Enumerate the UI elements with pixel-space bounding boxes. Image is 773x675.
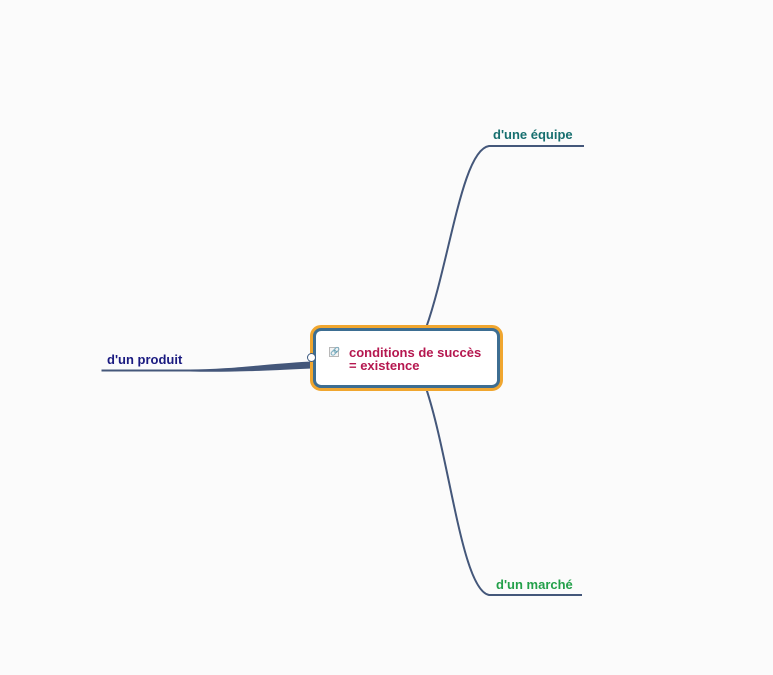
branch-equipe[interactable]: d'une équipe xyxy=(493,127,573,142)
central-node[interactable]: 🔗 conditions de succès = existence xyxy=(310,325,503,391)
collapse-toggle[interactable] xyxy=(307,353,316,362)
link-equipe xyxy=(425,145,584,329)
branch-produit[interactable]: d'un produit xyxy=(107,352,183,367)
central-node-text: conditions de succès = existence xyxy=(349,346,499,372)
link-icon[interactable]: 🔗 xyxy=(329,347,340,357)
link-marche xyxy=(425,387,582,596)
branch-marche[interactable]: d'un marché xyxy=(496,577,573,592)
central-node-inner: 🔗 conditions de succès = existence xyxy=(313,328,500,388)
central-text-line-2: = existence xyxy=(349,358,420,373)
link-produit xyxy=(101,361,312,372)
central-text-line-1: conditions de succès xyxy=(349,345,482,360)
